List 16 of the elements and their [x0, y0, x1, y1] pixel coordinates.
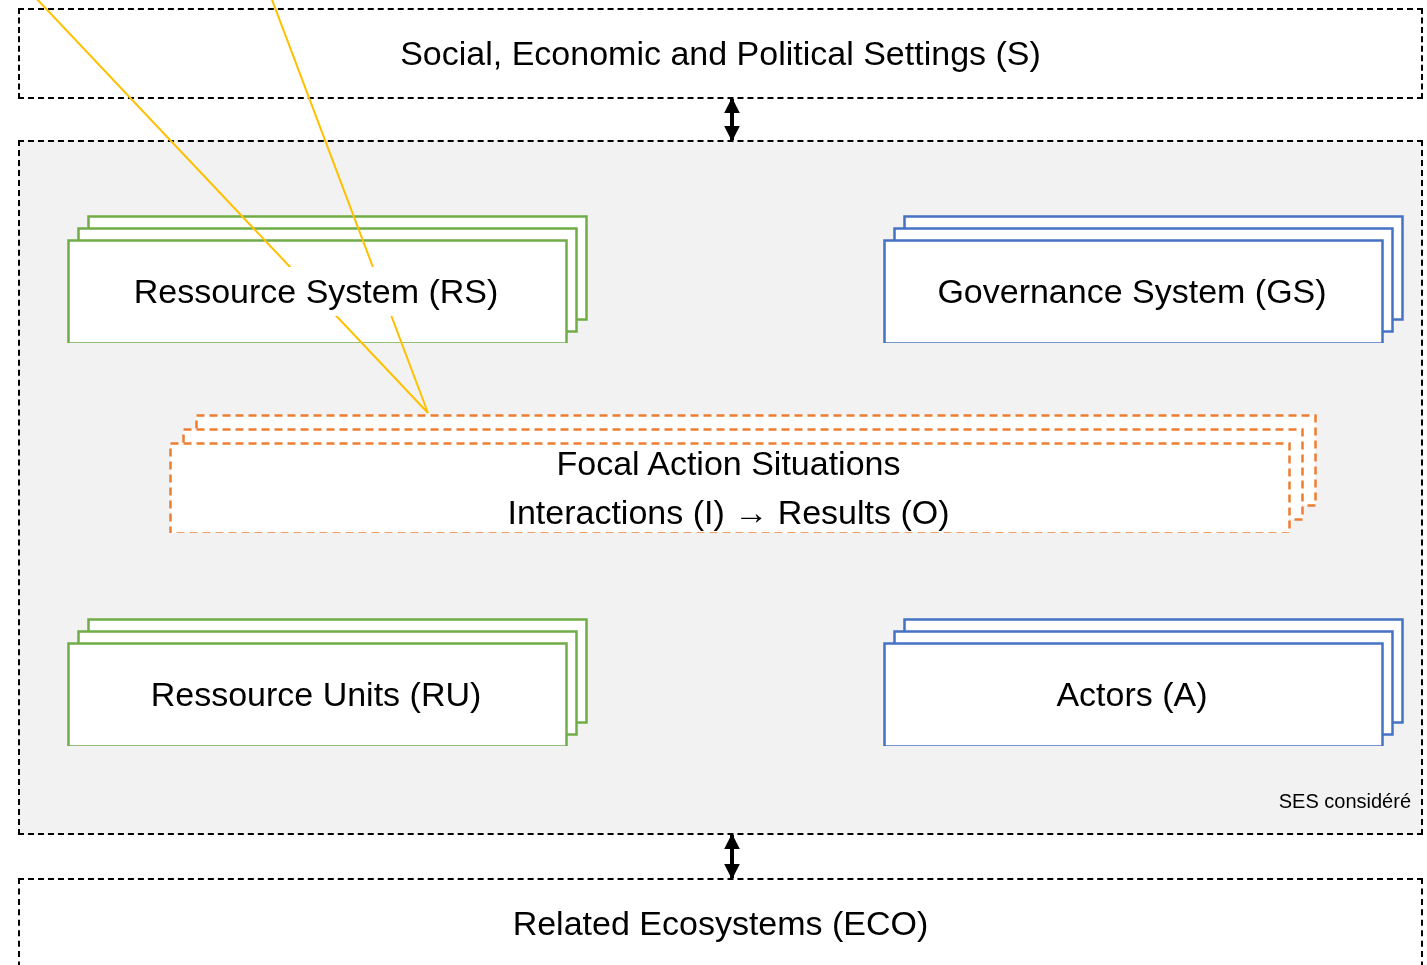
- double-arrow: [724, 833, 740, 880]
- dashed-frame: [18, 878, 1423, 965]
- double-arrow: [724, 97, 740, 142]
- stacked-box: [169, 414, 1318, 533]
- stacked-box: [67, 618, 589, 746]
- box-heading: Focal Action Situations: [556, 442, 901, 484]
- dashed-frame: [18, 8, 1423, 99]
- box-text: Interactions (I) → Results (O): [507, 492, 950, 533]
- frame-title: Social, Economic and Political Settings (S): [400, 34, 1041, 73]
- frame-label: SES considéré: [1278, 790, 1411, 813]
- stacked-box: [883, 215, 1405, 343]
- stacked-box: [67, 215, 589, 343]
- stacked-box: [883, 618, 1405, 746]
- frame-title: Related Ecosystems (ECO): [512, 904, 929, 943]
- box-label: Ressource System (RS): [133, 266, 499, 317]
- dashed-frame: [18, 140, 1423, 835]
